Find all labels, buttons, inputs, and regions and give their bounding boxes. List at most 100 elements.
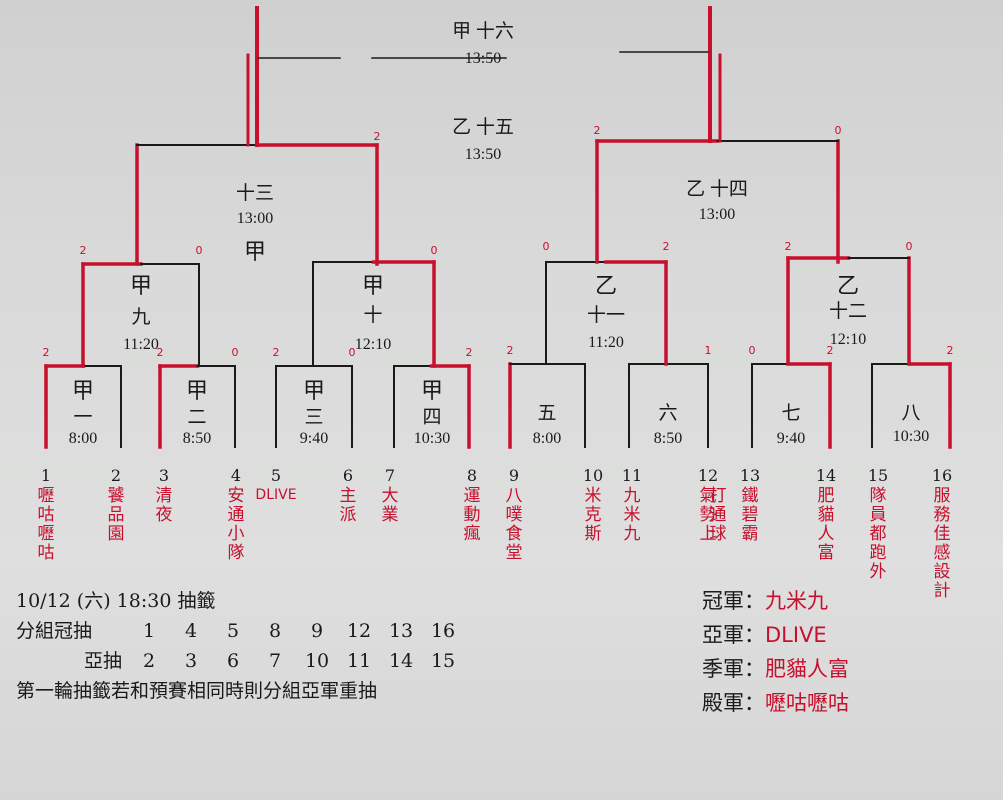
m10-score-right: 0: [430, 244, 438, 257]
m12-time: 12:10: [829, 331, 867, 348]
team-number: 16: [931, 466, 953, 485]
team-name: 主派: [339, 486, 357, 525]
m14-score-right: 0: [834, 124, 842, 137]
final-results: 冠軍：九米九 亞軍：DLIVE 季軍：肥貓人富 殿軍：嚦咕嚦咕: [702, 584, 849, 720]
team-number: 10: [582, 466, 604, 485]
champion-draw-number: 9: [311, 620, 324, 642]
runner-draw-number: 6: [227, 650, 240, 672]
team-number: 15: [867, 466, 889, 485]
m4-label: 四: [422, 407, 442, 428]
team-number: 11: [621, 466, 643, 485]
champion-draw-number: 13: [388, 620, 414, 642]
runner-draw-number: 10: [304, 650, 330, 672]
m8-score-right: 2: [946, 344, 954, 357]
champion-draw-number: 12: [346, 620, 372, 642]
m9-time: 11:20: [123, 336, 159, 353]
m12-winner: 乙: [836, 274, 860, 299]
m8-label: 八: [901, 403, 921, 424]
m7-score-left: 0: [748, 344, 756, 357]
team-name: 嚦咕嚦咕: [37, 486, 55, 563]
team-name: 米克斯: [584, 486, 602, 544]
m1-winner: 甲: [71, 379, 95, 404]
m6-label: 六: [658, 403, 678, 424]
m12-label: 十二: [828, 301, 868, 322]
m9-winner: 甲: [129, 274, 153, 299]
champion-draw-number: 5: [227, 620, 240, 642]
draw-rule: 第一輪抽籤若和預賽相同時則分組亞軍重抽: [16, 680, 378, 702]
draw-date: 10/12 (六) 18:30 抽籤: [16, 590, 216, 612]
team-number: 9: [508, 466, 520, 485]
team-number: 13: [739, 466, 761, 485]
m3-label: 三: [304, 407, 324, 428]
result-third: 季軍：肥貓人富: [702, 657, 849, 681]
team-number: 4: [230, 466, 242, 485]
m10-time: 12:10: [354, 336, 392, 353]
team-name: 鐵碧霸: [741, 486, 759, 544]
team-number: 7: [384, 466, 396, 485]
result-champion: 冠軍：九米九: [702, 589, 828, 613]
runner-draw-number: 14: [388, 650, 414, 672]
champion-draw-row: 分組冠抽 1 4 5 8 9 12 13 16: [16, 616, 464, 646]
m5-label: 五: [537, 403, 557, 424]
result-fourth: 殿軍：嚦咕嚦咕: [702, 691, 849, 715]
m8-time: 10:30: [892, 428, 930, 445]
team-name: 隊員都跑外: [869, 486, 887, 582]
m15-time: 13:50: [464, 146, 502, 163]
runner-draw-label: 亞抽: [83, 650, 122, 672]
champion-draw-number: 16: [430, 620, 456, 642]
m16-label: 甲 十六: [452, 21, 514, 42]
m13-score-right: 2: [373, 130, 381, 143]
team-name: 清夜: [155, 486, 173, 525]
m9-label: 九: [131, 307, 151, 328]
result-runner-up: 亞軍：DLIVE: [702, 623, 827, 647]
m10-winner: 甲: [361, 274, 385, 299]
m9-score-right: 0: [195, 244, 203, 257]
champion-draw-number: 4: [185, 620, 198, 642]
m13-time: 13:00: [236, 210, 274, 227]
team-number: 1: [40, 466, 52, 485]
runner-draw-number: 3: [185, 650, 198, 672]
team-name: DLIVE: [255, 487, 297, 503]
m2-time: 8:50: [182, 430, 212, 447]
m4-winner: 甲: [420, 379, 444, 404]
team-number: 5: [270, 466, 282, 485]
m1-label: 一: [73, 407, 93, 428]
runner-draw-number: 7: [269, 650, 282, 672]
team-number: 3: [158, 466, 170, 485]
team-number: 6: [342, 466, 354, 485]
m13-winner: 甲: [243, 240, 267, 265]
team-number: 12: [697, 466, 719, 485]
m1-time: 8:00: [68, 430, 98, 447]
champion-draw-number: 1: [143, 620, 156, 642]
m2-label: 二: [187, 407, 207, 428]
m16-time: 13:50: [464, 50, 502, 67]
champion-draw-number: 8: [269, 620, 282, 642]
team-name: 運動瘋: [463, 486, 481, 544]
m10-label: 十: [363, 305, 383, 326]
m12-score-left: 2: [784, 240, 792, 253]
runner-draw-number: 11: [346, 650, 372, 672]
m13-label: 十三: [235, 183, 275, 204]
m2-score-left: 2: [156, 346, 164, 359]
m3-score-right: 0: [348, 346, 356, 359]
m9-score-left: 2: [79, 244, 87, 257]
m11-score-left: 0: [542, 240, 550, 253]
team-name: 九米九: [623, 486, 641, 544]
m1-score-left: 2: [42, 346, 50, 359]
m2-winner: 甲: [185, 379, 209, 404]
team-name: 安通小隊: [227, 486, 245, 563]
m5-time: 8:00: [532, 430, 562, 447]
champion-draw-label: 分組冠抽: [16, 620, 93, 642]
m4-time: 10:30: [413, 430, 451, 447]
m11-score-right: 2: [662, 240, 670, 253]
m5-score-left: 2: [506, 344, 514, 357]
m2-score-right: 0: [231, 346, 239, 359]
m7-time: 9:40: [776, 430, 806, 447]
team-name: 氣勢上: [699, 486, 717, 544]
m3-score-left: 2: [272, 346, 280, 359]
m15-label: 乙 十五: [452, 117, 514, 138]
m14-score-left: 2: [593, 124, 601, 137]
team-number: 14: [815, 466, 837, 485]
